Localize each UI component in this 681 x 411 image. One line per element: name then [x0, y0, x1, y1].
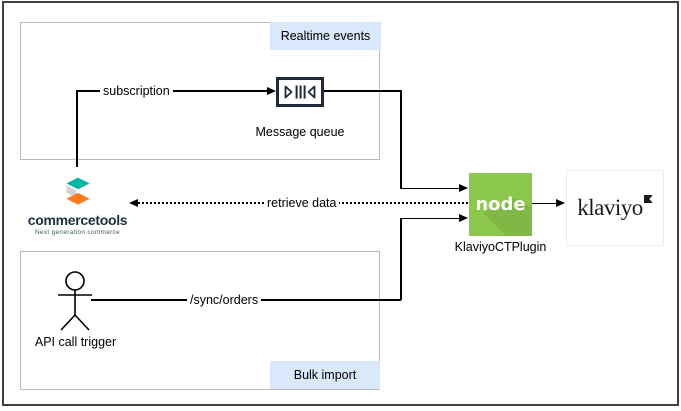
edge-label-retrieve-data[interactable]: retrieve data [264, 196, 340, 210]
edge-subscription-vertical [76, 91, 78, 167]
nodejs-logo-text: node [475, 194, 525, 215]
nodejs-logo[interactable]: node [469, 173, 532, 236]
arrowhead-plugin-to-klaviyo [556, 199, 565, 207]
arrowhead-retrieve-data [129, 198, 138, 207]
arrowhead-subscription [267, 86, 276, 95]
edge-plugin-to-klaviyo [532, 202, 557, 204]
message-queue-caption[interactable]: Message queue [255, 125, 345, 139]
klaviyo-node[interactable]: klaviyo [566, 170, 664, 246]
edge-sync-up [400, 218, 402, 300]
commercetools-tagline: Next generation commerce [34, 229, 121, 236]
plugin-caption[interactable]: KlaviyoCTPlugin [454, 240, 547, 254]
commercetools-node[interactable]: commercetools Next generation commerce [15, 176, 140, 236]
edge-sync-to-plugin [401, 217, 459, 219]
klaviyo-wordmark: klaviyo [577, 195, 643, 220]
edge-label-sync-orders[interactable]: /sync/orders [187, 293, 262, 307]
message-queue-icon[interactable] [276, 77, 324, 107]
commercetools-logo [65, 177, 90, 205]
edge-label-subscription[interactable]: subscription [100, 84, 173, 98]
klaviyo-flag-icon [643, 195, 653, 203]
commercetools-wordmark: commercetools [27, 212, 128, 228]
realtime-events-label[interactable]: Realtime events [270, 22, 381, 50]
actor-caption[interactable]: API call trigger [34, 335, 117, 349]
edge-mq-out [324, 90, 402, 92]
arrowhead-mq-to-plugin [459, 184, 468, 192]
person-icon[interactable] [55, 269, 95, 333]
edge-mq-to-plugin [401, 187, 459, 189]
bulk-import-label[interactable]: Bulk import [270, 361, 380, 389]
edge-mq-down [400, 90, 402, 189]
diagram-frame [2, 1, 679, 406]
arrowhead-sync-to-plugin [459, 214, 468, 222]
bulk-import-group[interactable] [20, 251, 380, 390]
